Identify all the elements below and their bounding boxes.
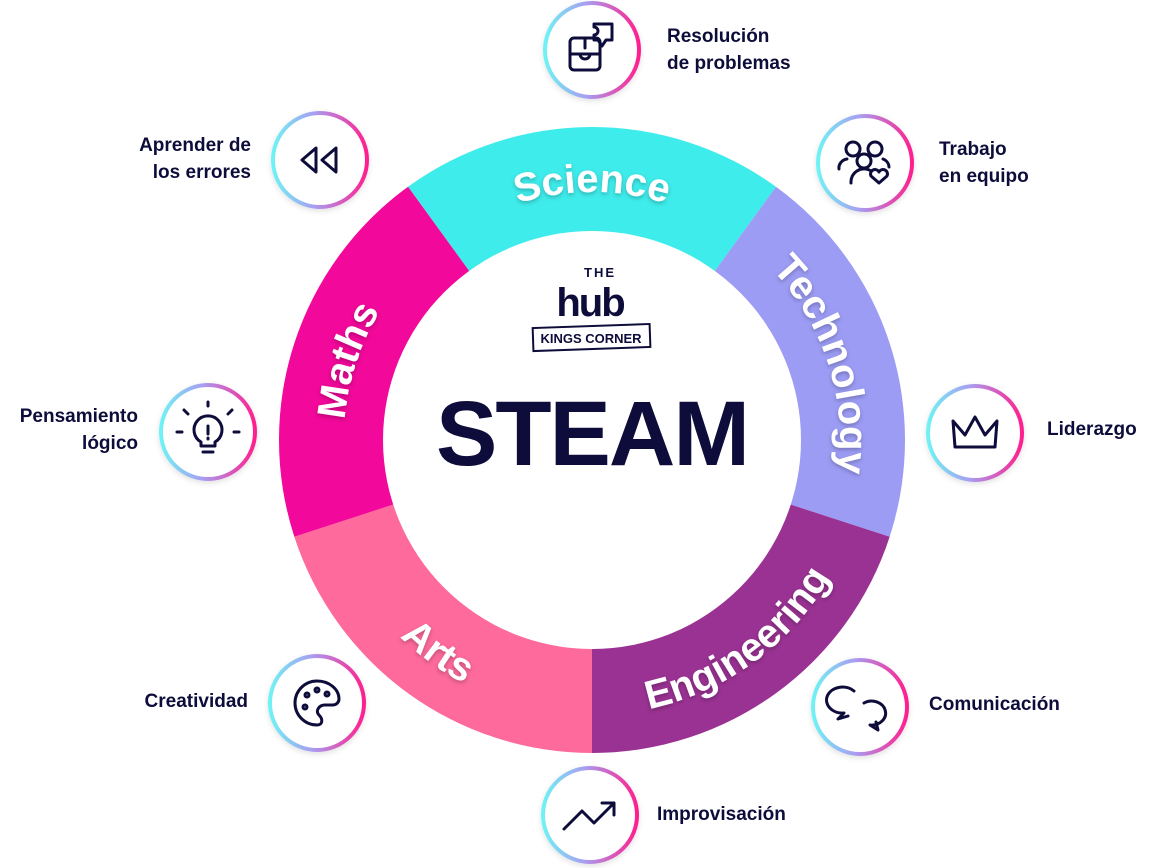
- palette-icon: [293, 679, 341, 727]
- skill-puzzle-badge: [543, 1, 641, 99]
- segment-science: [408, 126, 776, 272]
- rewind-icon: [300, 146, 338, 174]
- logo-kings-corner: KINGS CORNER: [540, 331, 642, 346]
- lightbulb-icon: [175, 400, 241, 454]
- skill-label-creatividad: Creatividad: [144, 691, 248, 712]
- skill-team-heart-badge: [816, 114, 914, 212]
- segment-maths: [279, 186, 470, 537]
- segment-arts: [294, 504, 592, 753]
- skill-label-comunicacion: Comunicación: [929, 694, 1060, 715]
- skill-chat-bubbles-badge: [811, 658, 909, 756]
- crown-icon: [951, 415, 999, 449]
- segment-technology: [714, 186, 905, 537]
- logo-the: THE: [584, 265, 616, 280]
- steam-title: STEAM: [436, 383, 748, 485]
- skill-rewind-badge: [271, 111, 369, 209]
- center-circle: [383, 231, 801, 649]
- puzzle-icon: [568, 22, 614, 72]
- skill-trend-up-badge: [541, 766, 639, 864]
- skill-lightbulb-badge: [159, 383, 257, 481]
- chat-bubbles-icon: [825, 685, 888, 732]
- team-heart-icon: [837, 140, 891, 185]
- the-hub-logo: THE hub KINGS CORNER: [531, 265, 652, 353]
- segment-engineering: [592, 504, 890, 753]
- skill-palette-badge: [268, 654, 366, 752]
- logo-hub: hub: [556, 281, 624, 325]
- skill-crown-badge: [926, 384, 1024, 482]
- skill-label-improvisacion: Improvisación: [657, 804, 786, 825]
- trend-up-icon: [562, 801, 616, 831]
- skill-label-liderazgo: Liderazgo: [1047, 419, 1137, 440]
